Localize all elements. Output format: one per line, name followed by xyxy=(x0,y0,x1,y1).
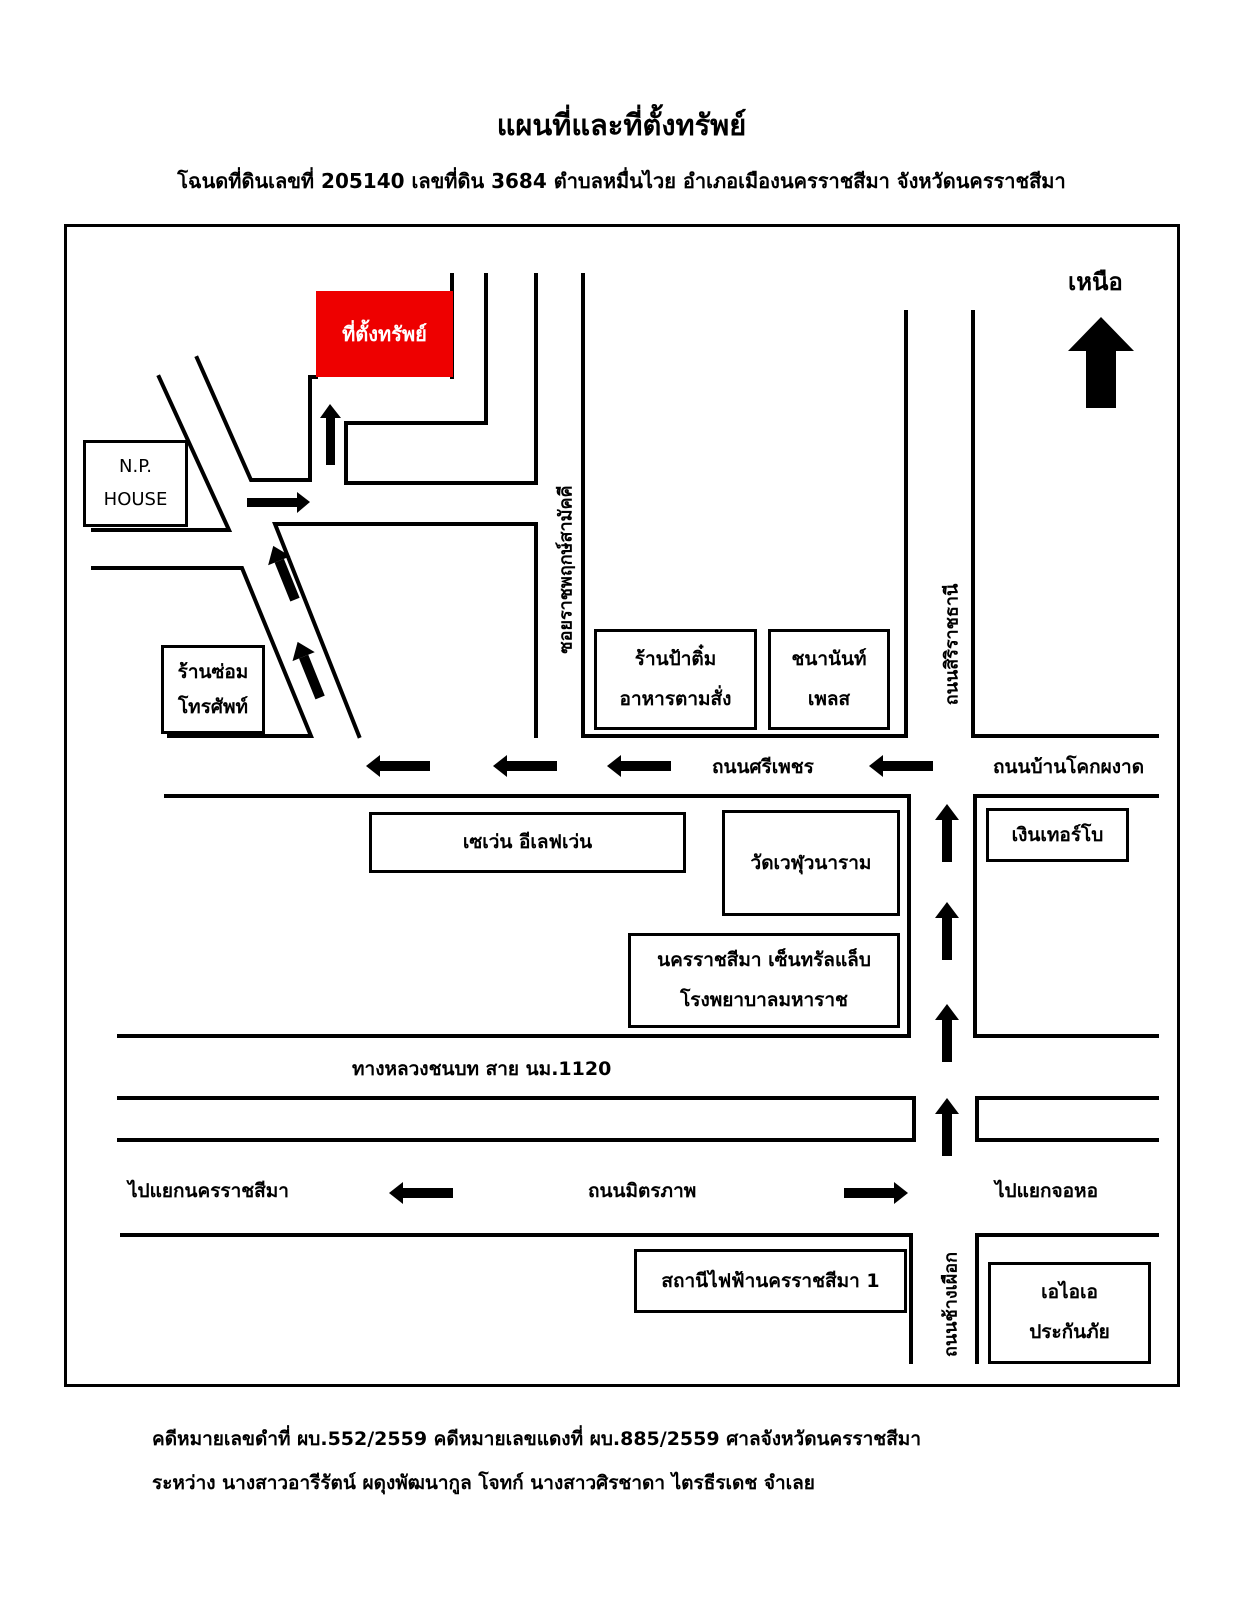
arrow-left-icon xyxy=(507,761,557,771)
road-edge xyxy=(194,355,318,482)
wat-box: วัดเวฬุวนาราม xyxy=(722,810,900,916)
arrow-up-icon xyxy=(942,918,952,960)
footer-case-line: คดีหมายเลขดำที่ ผบ.552/2559 คดีหมายเลขแด… xyxy=(152,1428,921,1450)
place-label: เอไอเอ xyxy=(1041,1281,1098,1304)
road-label-chang-phueak: ถนนช้างเผือก xyxy=(940,1251,962,1358)
page-title: แผนที่และที่ตั้งทรัพย์ xyxy=(496,108,747,142)
road-edge xyxy=(91,374,233,532)
road-edge xyxy=(581,273,908,738)
road-edge xyxy=(971,310,1159,738)
ngern-turbo-box: เงินเทอร์โบ xyxy=(986,808,1129,862)
place-label: ร้านซ่อม xyxy=(177,661,249,684)
road-edge xyxy=(975,1233,1159,1364)
road-edge xyxy=(975,1096,1159,1142)
place-label: เพลส xyxy=(807,687,851,710)
place-label: วัดเวฬุวนาราม xyxy=(750,851,872,874)
place-label: เซเว่น อีเลฟเว่น xyxy=(462,831,593,854)
arrow-left-icon xyxy=(380,761,430,771)
place-label: ประกันภัย xyxy=(1029,1321,1110,1343)
road-edge xyxy=(120,1233,913,1364)
arrow-up-icon xyxy=(942,1114,952,1156)
arrow-left-icon xyxy=(883,761,933,771)
road-label-sriphet: ถนนศรีเพชร xyxy=(712,756,814,778)
road-label-to-nakhon: ไปแยกนครราชสีมา xyxy=(128,1180,289,1202)
chananan-box: ชนานันท์ เพลส xyxy=(768,629,890,730)
place-label: โทรศัพท์ xyxy=(177,695,249,718)
property-label: ที่ตั้งทรัพย์ xyxy=(342,322,427,346)
road-edge xyxy=(272,522,538,739)
aia-box: เอไอเอ ประกันภัย xyxy=(988,1262,1151,1364)
arrow-up-icon xyxy=(942,820,952,862)
arrow-up-icon xyxy=(298,654,325,700)
footer-parties-line: ระหว่าง นางสาวอารีรัตน์ ผดุงพัฒนากูล โจท… xyxy=(152,1472,815,1494)
arrow-up-icon xyxy=(274,558,300,602)
arrow-left-icon xyxy=(403,1188,453,1198)
road-edge xyxy=(117,1096,916,1142)
road-label-ban-khok: ถนนบ้านโคกผงาด xyxy=(993,756,1145,778)
place-label: ร้านป้าติ๋ม xyxy=(634,647,717,670)
road-edge xyxy=(973,794,1159,1038)
road-label-mittraphap: ถนนมิตรภาพ xyxy=(588,1180,697,1202)
road-edge xyxy=(91,566,314,738)
arrow-left-icon xyxy=(621,761,671,771)
road-edge xyxy=(344,273,538,485)
road-label-rural: ทางหลวงชนบท สาย นม.1120 xyxy=(352,1058,612,1080)
north-label: เหนือ xyxy=(1068,268,1123,296)
north-arrow-icon xyxy=(1068,317,1134,408)
road-label-to-chorho: ไปแยกจอหอ xyxy=(995,1180,1098,1202)
power-station-box: สถานีไฟฟ้านครราชสีมา 1 xyxy=(634,1249,907,1313)
place-label: สถานีไฟฟ้านครราชสีมา 1 xyxy=(661,1269,880,1292)
place-label: N.P. xyxy=(119,456,152,478)
arrow-up-icon xyxy=(326,418,335,465)
road-label-sirirat: ถนนสิริราชธานี xyxy=(941,583,963,706)
central-lab-box: นครราชสีมา เซ็นทรัลแล็บ โรงพยาบาลมหาราช xyxy=(628,933,900,1028)
place-label: เงินเทอร์โบ xyxy=(1011,823,1104,846)
phone-shop-box: ร้านซ่อม โทรศัพท์ xyxy=(161,645,265,734)
page-subtitle: โฉนดที่ดินเลขที่ 205140 เลขที่ดิน 3684 ต… xyxy=(177,169,1066,193)
pa-tim-box: ร้านป้าติ๋ม อาหารตามสั่ง xyxy=(594,629,757,730)
arrow-right-icon xyxy=(844,1188,894,1198)
road-label-soi: ซอยราชพฤกษ์สามัคคี xyxy=(555,485,577,654)
place-label: นครราชสีมา เซ็นทรัลแล็บ xyxy=(657,948,871,971)
map-frame xyxy=(64,224,1180,1387)
place-label: โรงพยาบาลมหาราช xyxy=(680,988,848,1011)
arrow-right-icon xyxy=(247,498,297,507)
place-label: ชนานันท์ xyxy=(791,647,867,670)
np-house-box: N.P. HOUSE xyxy=(83,440,188,527)
property-marker: ที่ตั้งทรัพย์ xyxy=(316,291,453,377)
seven-eleven-box: เซเว่น อีเลฟเว่น xyxy=(369,812,686,873)
arrow-up-icon xyxy=(942,1020,952,1062)
place-label: อาหารตามสั่ง xyxy=(619,687,732,710)
road-edge xyxy=(117,794,911,1038)
road-edge xyxy=(344,273,488,485)
place-label: HOUSE xyxy=(103,488,168,510)
